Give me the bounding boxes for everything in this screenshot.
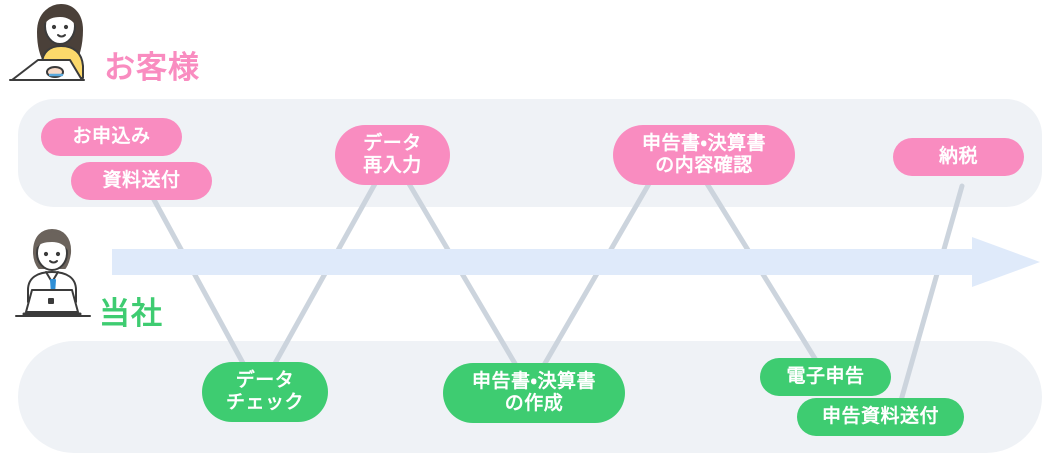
person-with-laptop-man-icon xyxy=(15,229,91,317)
person-with-laptop-woman-icon xyxy=(9,4,85,81)
process-timeline-arrow xyxy=(112,237,1040,287)
connector-send-filing-docs-to-tax-payment xyxy=(893,183,965,421)
step-badge-data-check[interactable]: データ チェック xyxy=(202,362,328,422)
step-badge-e-filing[interactable]: 電子申告 xyxy=(760,358,891,396)
connector-data-reentry-to-create-documents xyxy=(405,179,523,375)
customer-role-label: お客様 xyxy=(104,50,200,85)
step-badge-confirm-contents[interactable]: 申告書・決算書 の内容確認 xyxy=(613,125,795,185)
step-badge-application[interactable]: お申込み xyxy=(41,118,182,156)
connector-data-check-to-data-reentry xyxy=(265,179,379,379)
step-badge-create-documents[interactable]: 申告書・決算書 の作成 xyxy=(443,363,625,423)
step-badge-data-reentry[interactable]: データ 再入力 xyxy=(335,125,450,185)
connector-confirm-contents-to-e-filing xyxy=(703,179,825,373)
step-badge-send-documents[interactable]: 資料送付 xyxy=(71,162,212,200)
step-badge-send-filing-docs[interactable]: 申告資料送付 xyxy=(797,398,964,436)
step-badge-tax-payment[interactable]: 納税 xyxy=(893,138,1024,176)
connector-send-documents-to-data-check xyxy=(149,193,253,379)
company-role-label: 当社 xyxy=(99,296,163,331)
connector-create-documents-to-confirm-contents xyxy=(537,179,653,375)
